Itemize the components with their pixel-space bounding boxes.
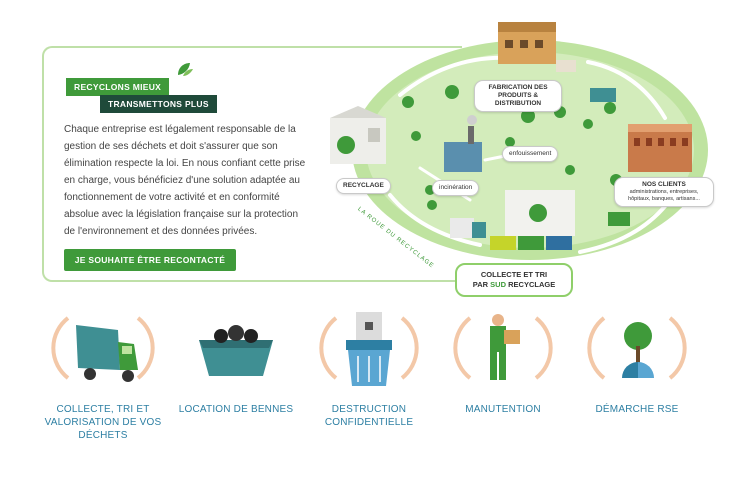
tree-icon — [587, 316, 687, 380]
fabrication-label: FABRICATION DES PRODUITS & DISTRIBUTION — [474, 80, 562, 112]
mover-icon — [453, 314, 553, 380]
truck-icon — [51, 316, 155, 382]
service-dumpster-rental[interactable]: LOCATION DE BENNES — [166, 300, 306, 416]
slogan-line-1: RECYCLONS MIEUX — [66, 78, 170, 96]
collection-sorting-label: COLLECTE ET TRI PAR SUD RECYCLAGE — [455, 263, 573, 297]
service-dumpster-rental-label: LOCATION DE BENNES — [178, 404, 294, 415]
clients-label: NOS CLIENTS administrations, entreprises… — [614, 177, 714, 207]
service-handling[interactable]: MANUTENTION — [433, 300, 573, 416]
leaf-icon — [178, 63, 193, 76]
service-collection[interactable]: COLLECTE, TRI ET VALORISATION DE VOS DÉC… — [33, 300, 173, 442]
service-confidential-destruction-label: DESTRUCTION CONFIDENTIELLE — [324, 404, 414, 428]
factory-illustration — [498, 22, 576, 72]
service-confidential-destruction[interactable]: DESTRUCTION CONFIDENTIELLE — [299, 300, 439, 429]
slogan-badge: RECYCLONS MIEUX TRANSMETTONS PLUS — [66, 77, 217, 113]
contact-me-button[interactable]: JE SOUHAITE ÊTRE RECONTACTÉ — [64, 249, 236, 271]
shredder-icon — [319, 312, 419, 386]
incineration-label: incinération — [432, 180, 480, 196]
service-csr-label: DÉMARCHE RSE — [595, 404, 679, 415]
incineration-illustration — [444, 115, 482, 172]
landfill-label: enfouissement — [502, 146, 559, 162]
slogan-line-2: TRANSMETTONS PLUS — [100, 95, 217, 113]
dumpster-icon — [199, 325, 273, 376]
sorting-center-illustration — [450, 190, 575, 250]
service-handling-label: MANUTENTION — [465, 404, 541, 415]
clients-building-illustration — [628, 124, 692, 172]
services-row: COLLECTE, TRI ET VALORISATION DE VOS DÉC… — [0, 300, 740, 480]
intro-text: Chaque entreprise est légalement respons… — [64, 124, 306, 237]
recycling-plant-illustration — [330, 106, 386, 164]
service-csr[interactable]: DÉMARCHE RSE — [567, 300, 707, 416]
recycling-label: RECYCLAGE — [336, 178, 391, 194]
service-collection-label: COLLECTE, TRI ET VALORISATION DE VOS DÉC… — [44, 404, 162, 441]
